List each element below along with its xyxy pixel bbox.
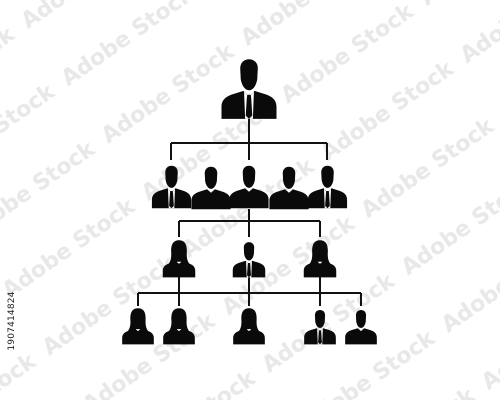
connector-lines (137, 118, 362, 306)
stock-id-label: 1907414824 (7, 291, 17, 351)
